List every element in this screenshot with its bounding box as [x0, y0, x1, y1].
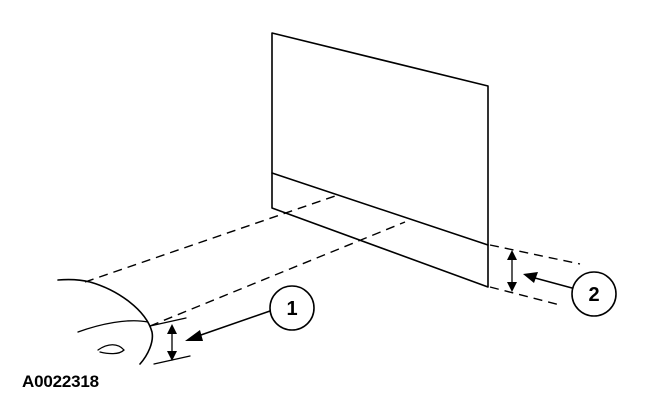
hand-outline: [57, 278, 154, 365]
panel: [271, 32, 489, 288]
projection-lines: [84, 194, 581, 327]
dimension-2-indicator: [507, 250, 517, 292]
callout-2: 2: [523, 271, 617, 317]
callout-1-label: 1: [286, 298, 297, 320]
dimension-1-indicator: [149, 317, 191, 365]
figure-reference-code: A0022318: [22, 372, 99, 391]
callout-1: 1: [185, 285, 315, 341]
callout-2-label: 2: [588, 284, 599, 306]
